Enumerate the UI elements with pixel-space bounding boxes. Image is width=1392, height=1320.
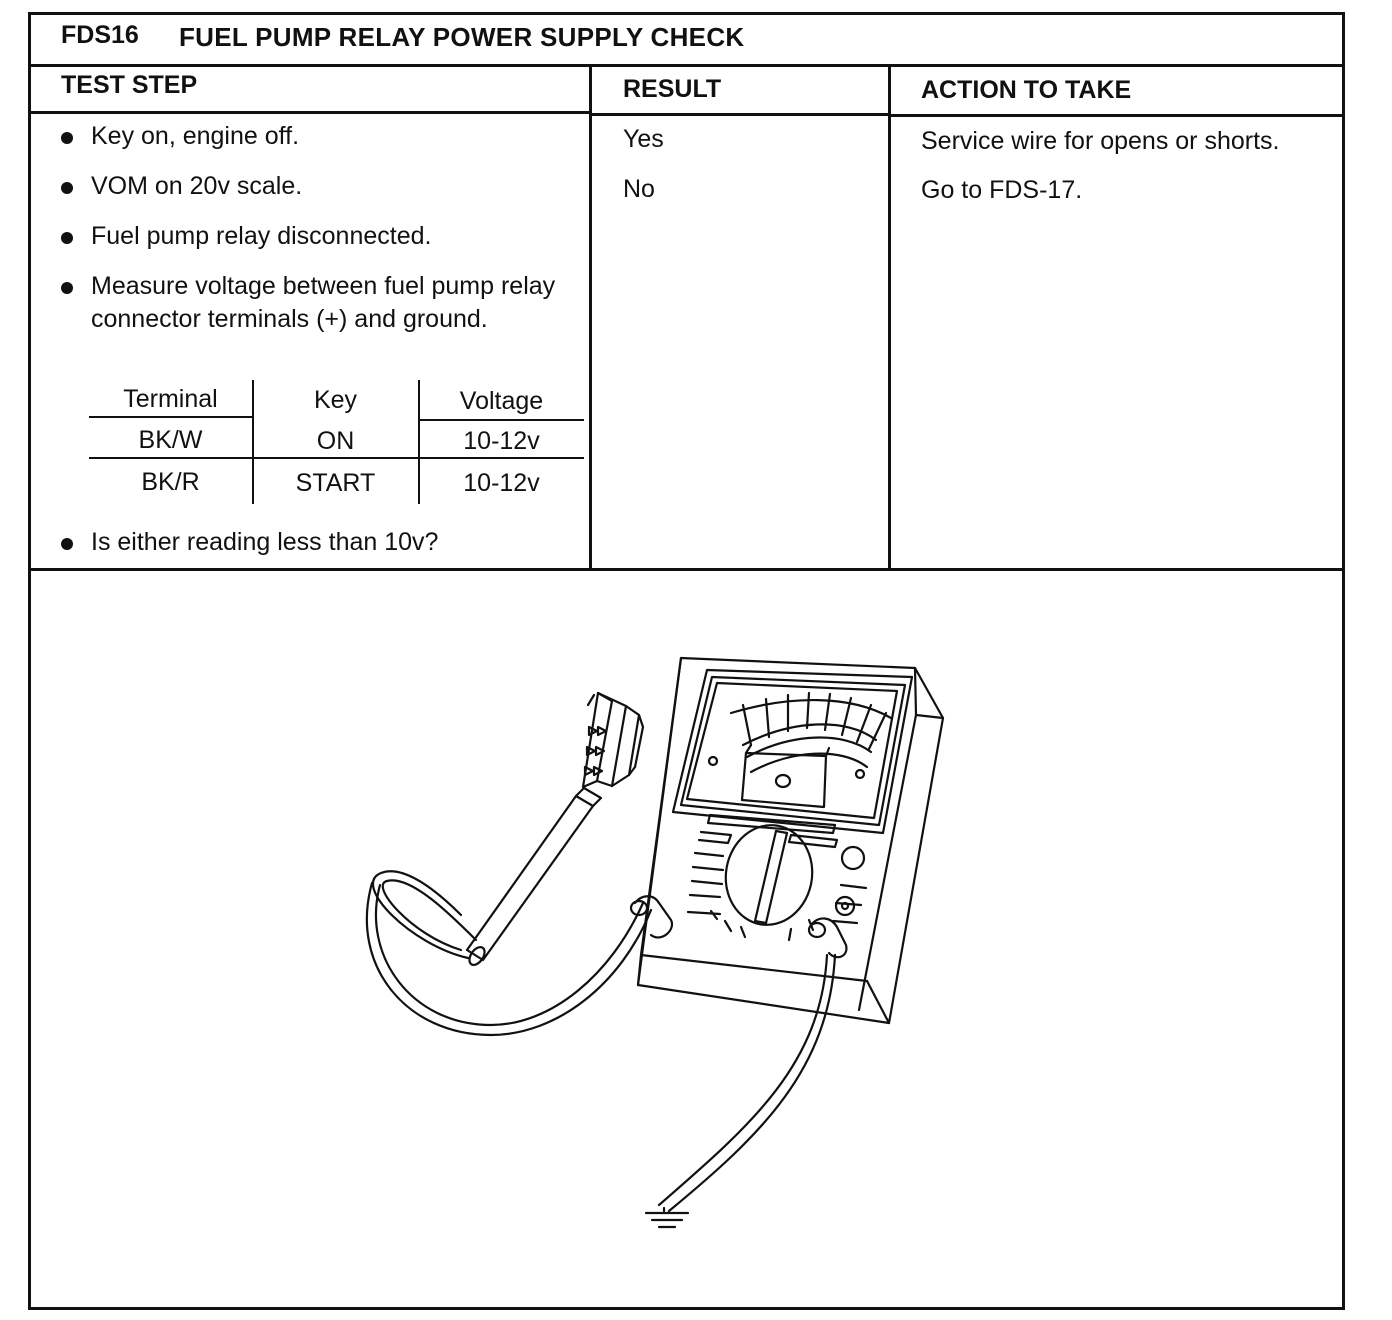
test-title: FUEL PUMP RELAY POWER SUPPLY CHECK <box>179 22 745 52</box>
table-cell: START <box>295 469 376 497</box>
header-divider-mid <box>592 113 891 116</box>
voltmeter-icon <box>629 656 945 1025</box>
header-action: ACTION TO TAKE <box>921 76 1132 104</box>
voltmeter-illustration <box>365 656 945 1229</box>
header-divider-right <box>891 114 1342 117</box>
column-divider-2 <box>888 65 891 570</box>
table-header-voltage: Voltage <box>459 387 544 415</box>
table-header-terminal: Terminal <box>123 385 218 413</box>
test-lead-icon <box>365 870 653 1037</box>
table-cell: 10-12v <box>463 427 540 455</box>
header-divider-left <box>31 111 592 114</box>
action-yes: Service wire for opens or shorts. <box>921 127 1280 155</box>
table-cell: ON <box>316 427 355 455</box>
bullet-icon <box>61 132 73 144</box>
bullet-icon <box>61 282 73 294</box>
header-result: RESULT <box>623 75 722 103</box>
action-no: Go to FDS-17. <box>921 176 1083 204</box>
illustration-divider <box>31 568 1342 571</box>
column-divider-1 <box>589 65 592 570</box>
table-cell: 10-12v <box>463 469 540 497</box>
header-test-step: TEST STEP <box>61 71 198 99</box>
result-no: No <box>623 175 655 203</box>
diagnostic-chart: FDS16 FUEL PUMP RELAY POWER SUPPLY CHECK… <box>28 12 1345 1310</box>
bullet-icon <box>61 182 73 194</box>
ground-lead-icon <box>657 953 837 1213</box>
bullet-icon <box>61 232 73 244</box>
result-yes: Yes <box>623 125 664 153</box>
bullet-icon <box>61 538 73 550</box>
terminal-voltage-table: Terminal Key Voltage BK/W ON 10-12v BK/R… <box>89 380 587 504</box>
ground-symbol-icon <box>644 1206 690 1229</box>
table-header-key: Key <box>313 386 358 414</box>
table-cell: BK/R <box>141 468 200 496</box>
table-cell: BK/W <box>138 426 203 454</box>
test-code: FDS16 <box>61 21 139 49</box>
relay-connector-icon <box>465 691 645 966</box>
title-row: FDS16 FUEL PUMP RELAY POWER SUPPLY CHECK <box>31 15 1342 67</box>
